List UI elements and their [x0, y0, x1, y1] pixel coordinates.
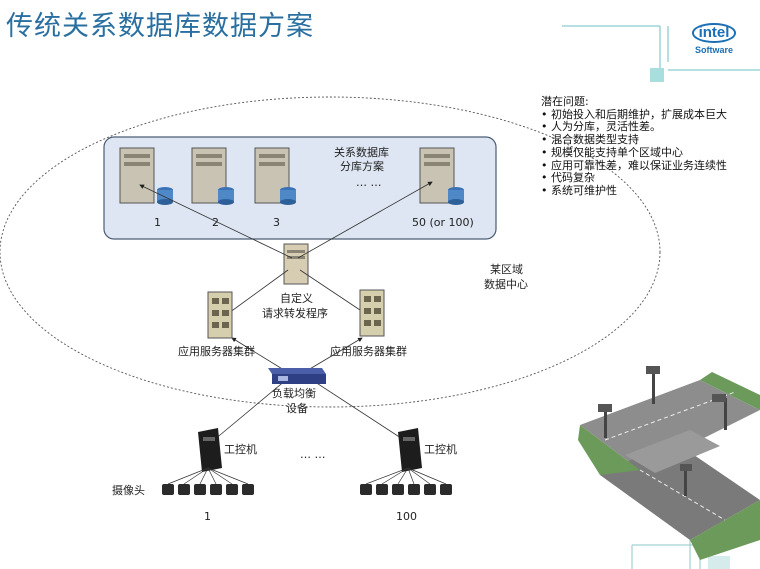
- db-server-label-50: 50 (or 100): [412, 216, 474, 229]
- issue-item: • 初始投入和后期维护，扩展成本巨大: [541, 107, 727, 121]
- dispatcher-server-icon: [283, 243, 309, 285]
- db-server-label-3: 3: [273, 216, 280, 229]
- workstation-icon-left: [198, 428, 222, 472]
- intel-software-logo: intel Software: [684, 22, 744, 55]
- issue-item: • 规模仅能支持单个区域中心: [541, 145, 683, 159]
- slide-title: 传统关系数据库数据方案: [6, 11, 314, 42]
- region-label-1: 某区域: [490, 263, 523, 276]
- issue-item: • 混合数据类型支持: [541, 133, 639, 147]
- load-balancer-label-2: 设备: [286, 402, 308, 415]
- load-balancer-label-1: 负载均衡: [272, 387, 316, 400]
- app-cluster-icon-right: [359, 289, 385, 337]
- dispatcher-label-1: 自定义: [280, 292, 313, 305]
- db-cluster-title-1: 关系数据库: [334, 146, 389, 159]
- region-boundary-ellipse: [0, 96, 661, 408]
- workstation-label-right: 工控机: [424, 443, 457, 456]
- logo-sub: Software: [694, 45, 733, 55]
- region-label-2: 数据中心: [484, 278, 528, 291]
- issue-item: • 代码复杂: [541, 171, 595, 185]
- logo-brand: intel: [691, 23, 737, 43]
- db-server-label-2: 2: [212, 216, 219, 229]
- workstation-icon-right: [398, 428, 422, 472]
- camera-icons-right: [360, 484, 452, 495]
- db-server-icon-2: [191, 147, 234, 205]
- camera-index-left: 1: [204, 510, 211, 523]
- db-cluster-ellipsis: … …: [356, 176, 382, 189]
- camera-index-right: 100: [396, 510, 417, 523]
- issues-list: 潜在问题: • 初始投入和后期维护，扩展成本巨大 • 人为分库，灵活性差。 • …: [541, 95, 727, 198]
- db-server-icon-50: [419, 147, 464, 205]
- intersection-illustration: [578, 366, 760, 560]
- dispatcher-label-2: 请求转发程序: [262, 307, 328, 320]
- camera-links: [167, 467, 447, 485]
- issue-item: • 应用可靠性差，难以保证业务连续性: [541, 158, 727, 172]
- db-cluster-title-2: 分库方案: [340, 160, 384, 173]
- workstation-ellipsis: … …: [300, 448, 326, 461]
- connection-arrows: [139, 181, 433, 441]
- load-balancer-icon: [268, 368, 326, 384]
- app-cluster-label-right: 应用服务器集群: [330, 345, 407, 358]
- db-server-icon-3: [254, 147, 296, 205]
- issues-heading: 潜在问题:: [541, 95, 589, 108]
- camera-label: 摄像头: [112, 484, 145, 497]
- db-server-icon-1: [119, 147, 173, 205]
- app-cluster-label-left: 应用服务器集群: [178, 345, 255, 358]
- db-server-label-1: 1: [154, 216, 161, 229]
- issue-item: • 系统可维护性: [541, 183, 617, 197]
- workstation-label-left: 工控机: [224, 443, 257, 456]
- app-cluster-icon-left: [207, 291, 233, 339]
- corner-decoration-top: [562, 25, 760, 82]
- camera-icons-left: [162, 484, 254, 495]
- issue-item: • 人为分库，灵活性差。: [541, 120, 661, 134]
